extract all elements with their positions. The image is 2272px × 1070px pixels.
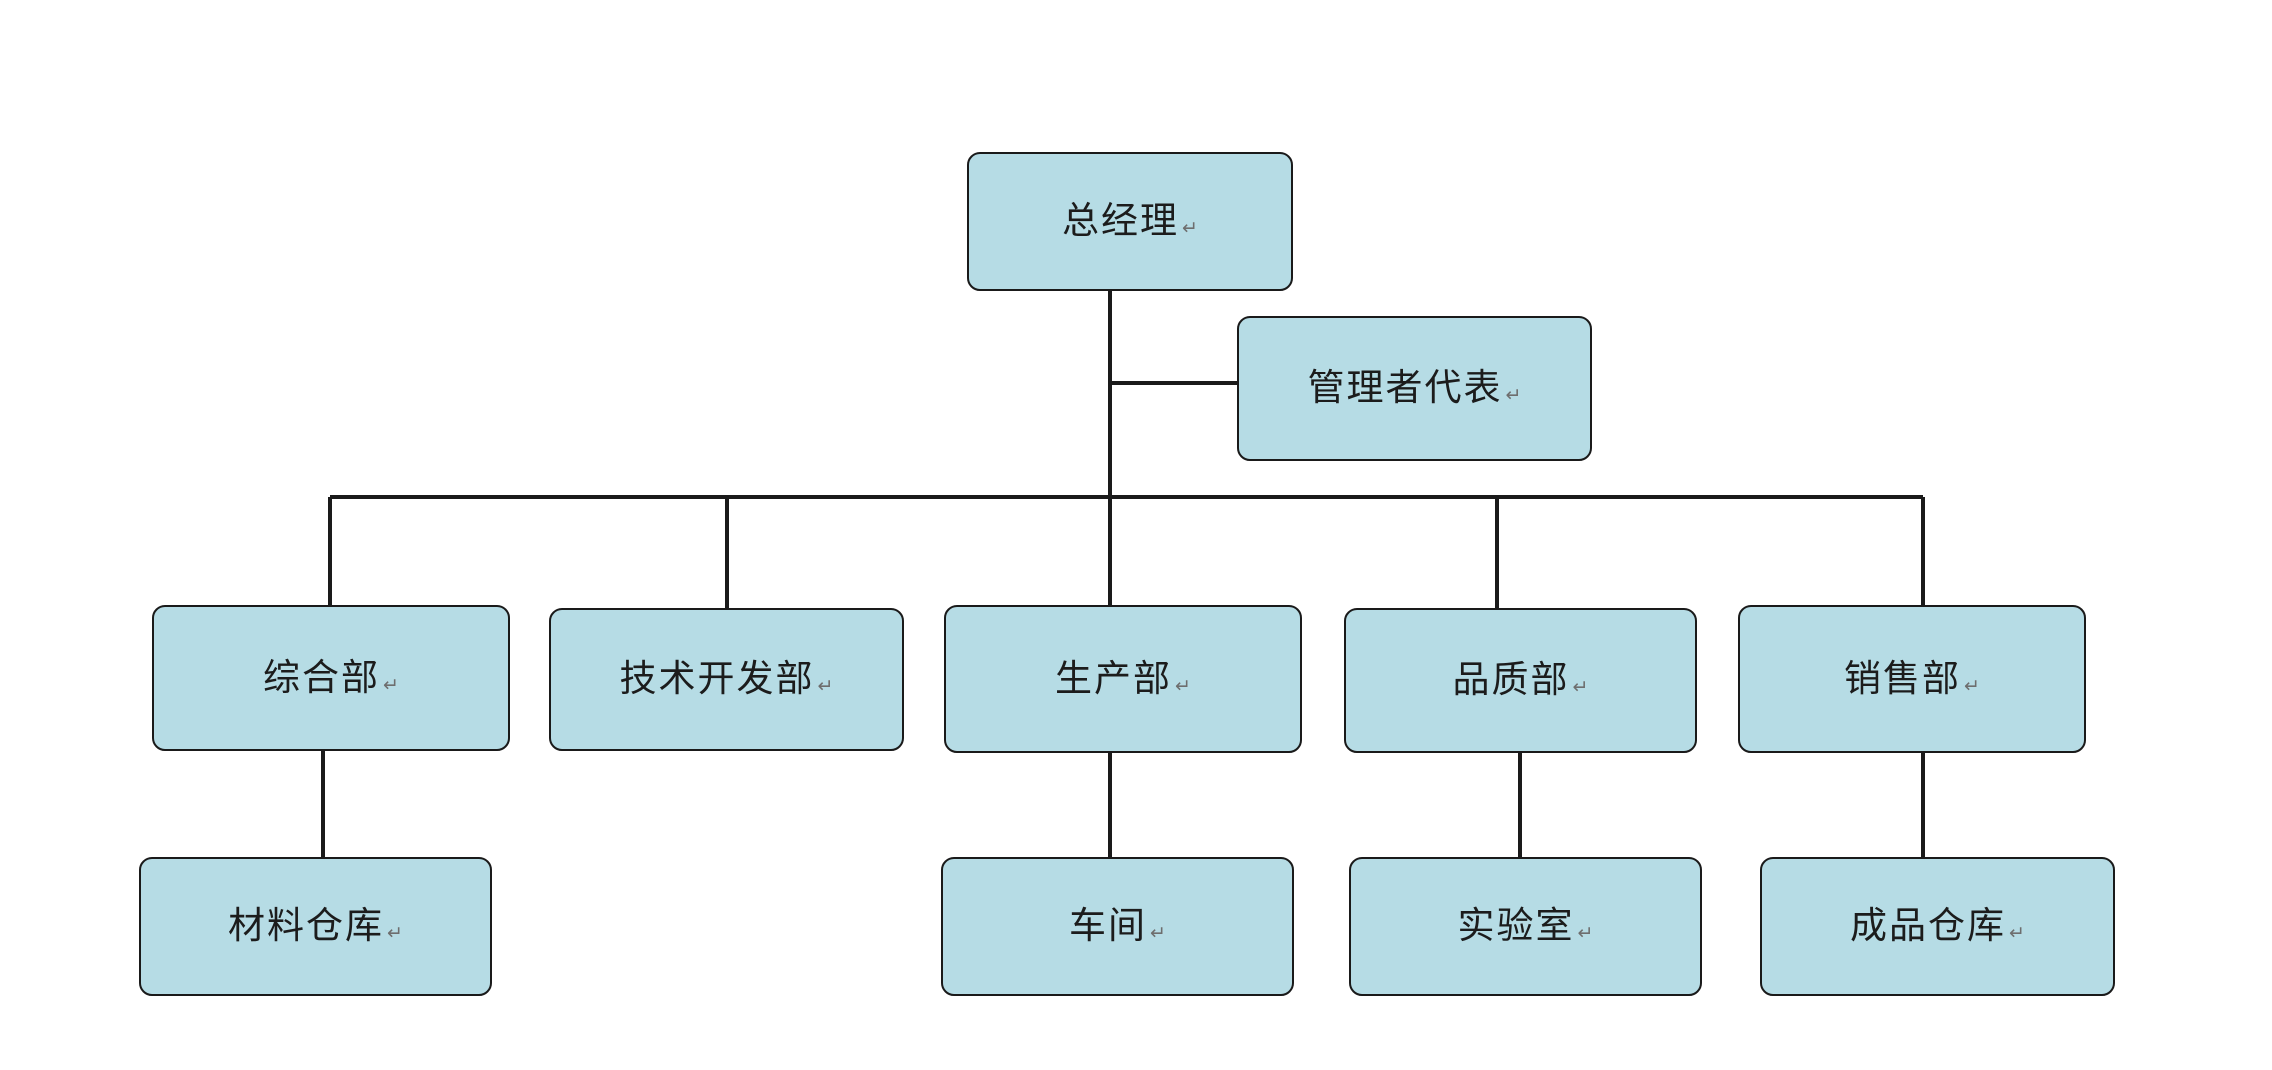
paragraph-mark-icon: ↵ xyxy=(1182,217,1198,239)
org-node-general-affairs-dept[interactable]: 综合部↵ xyxy=(152,605,510,751)
paragraph-mark-icon: ↵ xyxy=(1572,676,1589,698)
paragraph-mark-icon: ↵ xyxy=(1505,384,1522,406)
org-node-sales-dept[interactable]: 销售部↵ xyxy=(1738,605,2086,753)
paragraph-mark-icon: ↵ xyxy=(1175,674,1191,697)
org-node-label-material-warehouse: 材料仓库↵ xyxy=(228,908,403,945)
org-node-technical-development-dept[interactable]: 技术开发部↵ xyxy=(549,608,904,751)
paragraph-mark-icon: ↵ xyxy=(387,922,403,944)
org-node-text-technical-development-dept: 技术开发部 xyxy=(619,659,815,700)
org-node-production-dept[interactable]: 生产部↵ xyxy=(944,605,1302,753)
org-node-quality-dept[interactable]: 品质部↵ xyxy=(1344,608,1697,753)
paragraph-mark-icon: ↵ xyxy=(2009,922,2025,944)
org-node-text-quality-dept: 品质部 xyxy=(1452,660,1570,701)
org-node-text-material-warehouse: 材料仓库 xyxy=(228,906,385,947)
org-node-label-finished-goods-warehouse: 成品仓库↵ xyxy=(1850,908,2025,945)
org-node-material-warehouse[interactable]: 材料仓库↵ xyxy=(139,857,492,996)
org-node-text-general-manager: 总经理 xyxy=(1062,201,1180,242)
org-node-text-finished-goods-warehouse: 成品仓库 xyxy=(1850,906,2007,947)
paragraph-mark-icon: ↵ xyxy=(817,675,834,697)
org-node-general-manager[interactable]: 总经理↵ xyxy=(967,152,1293,291)
org-node-label-laboratory: 实验室↵ xyxy=(1458,908,1594,945)
org-node-label-management-representative: 管理者代表↵ xyxy=(1308,370,1522,407)
org-node-label-general-affairs-dept: 综合部↵ xyxy=(263,660,399,697)
paragraph-mark-icon: ↵ xyxy=(383,673,399,696)
org-node-text-laboratory: 实验室 xyxy=(1457,906,1575,947)
org-node-text-sales-dept: 销售部 xyxy=(1844,658,1962,700)
org-node-text-general-affairs-dept: 综合部 xyxy=(263,657,381,699)
paragraph-mark-icon: ↵ xyxy=(1964,674,1980,697)
paragraph-mark-icon: ↵ xyxy=(1577,922,1594,944)
org-node-label-production-dept: 生产部↵ xyxy=(1055,661,1191,698)
org-node-label-workshop: 车间↵ xyxy=(1069,908,1166,945)
paragraph-mark-icon: ↵ xyxy=(1150,922,1166,944)
org-node-label-general-manager: 总经理↵ xyxy=(1062,203,1198,240)
org-node-label-quality-dept: 品质部↵ xyxy=(1453,662,1589,699)
org-node-label-sales-dept: 销售部↵ xyxy=(1844,661,1980,698)
org-node-management-representative[interactable]: 管理者代表↵ xyxy=(1237,316,1592,461)
org-node-label-technical-development-dept: 技术开发部↵ xyxy=(620,661,834,698)
org-node-laboratory[interactable]: 实验室↵ xyxy=(1349,857,1702,996)
org-node-finished-goods-warehouse[interactable]: 成品仓库↵ xyxy=(1760,857,2115,996)
org-node-text-management-representative: 管理者代表 xyxy=(1307,368,1503,409)
org-node-text-production-dept: 生产部 xyxy=(1055,658,1173,700)
org-node-text-workshop: 车间 xyxy=(1069,906,1148,947)
org-node-workshop[interactable]: 车间↵ xyxy=(941,857,1294,996)
